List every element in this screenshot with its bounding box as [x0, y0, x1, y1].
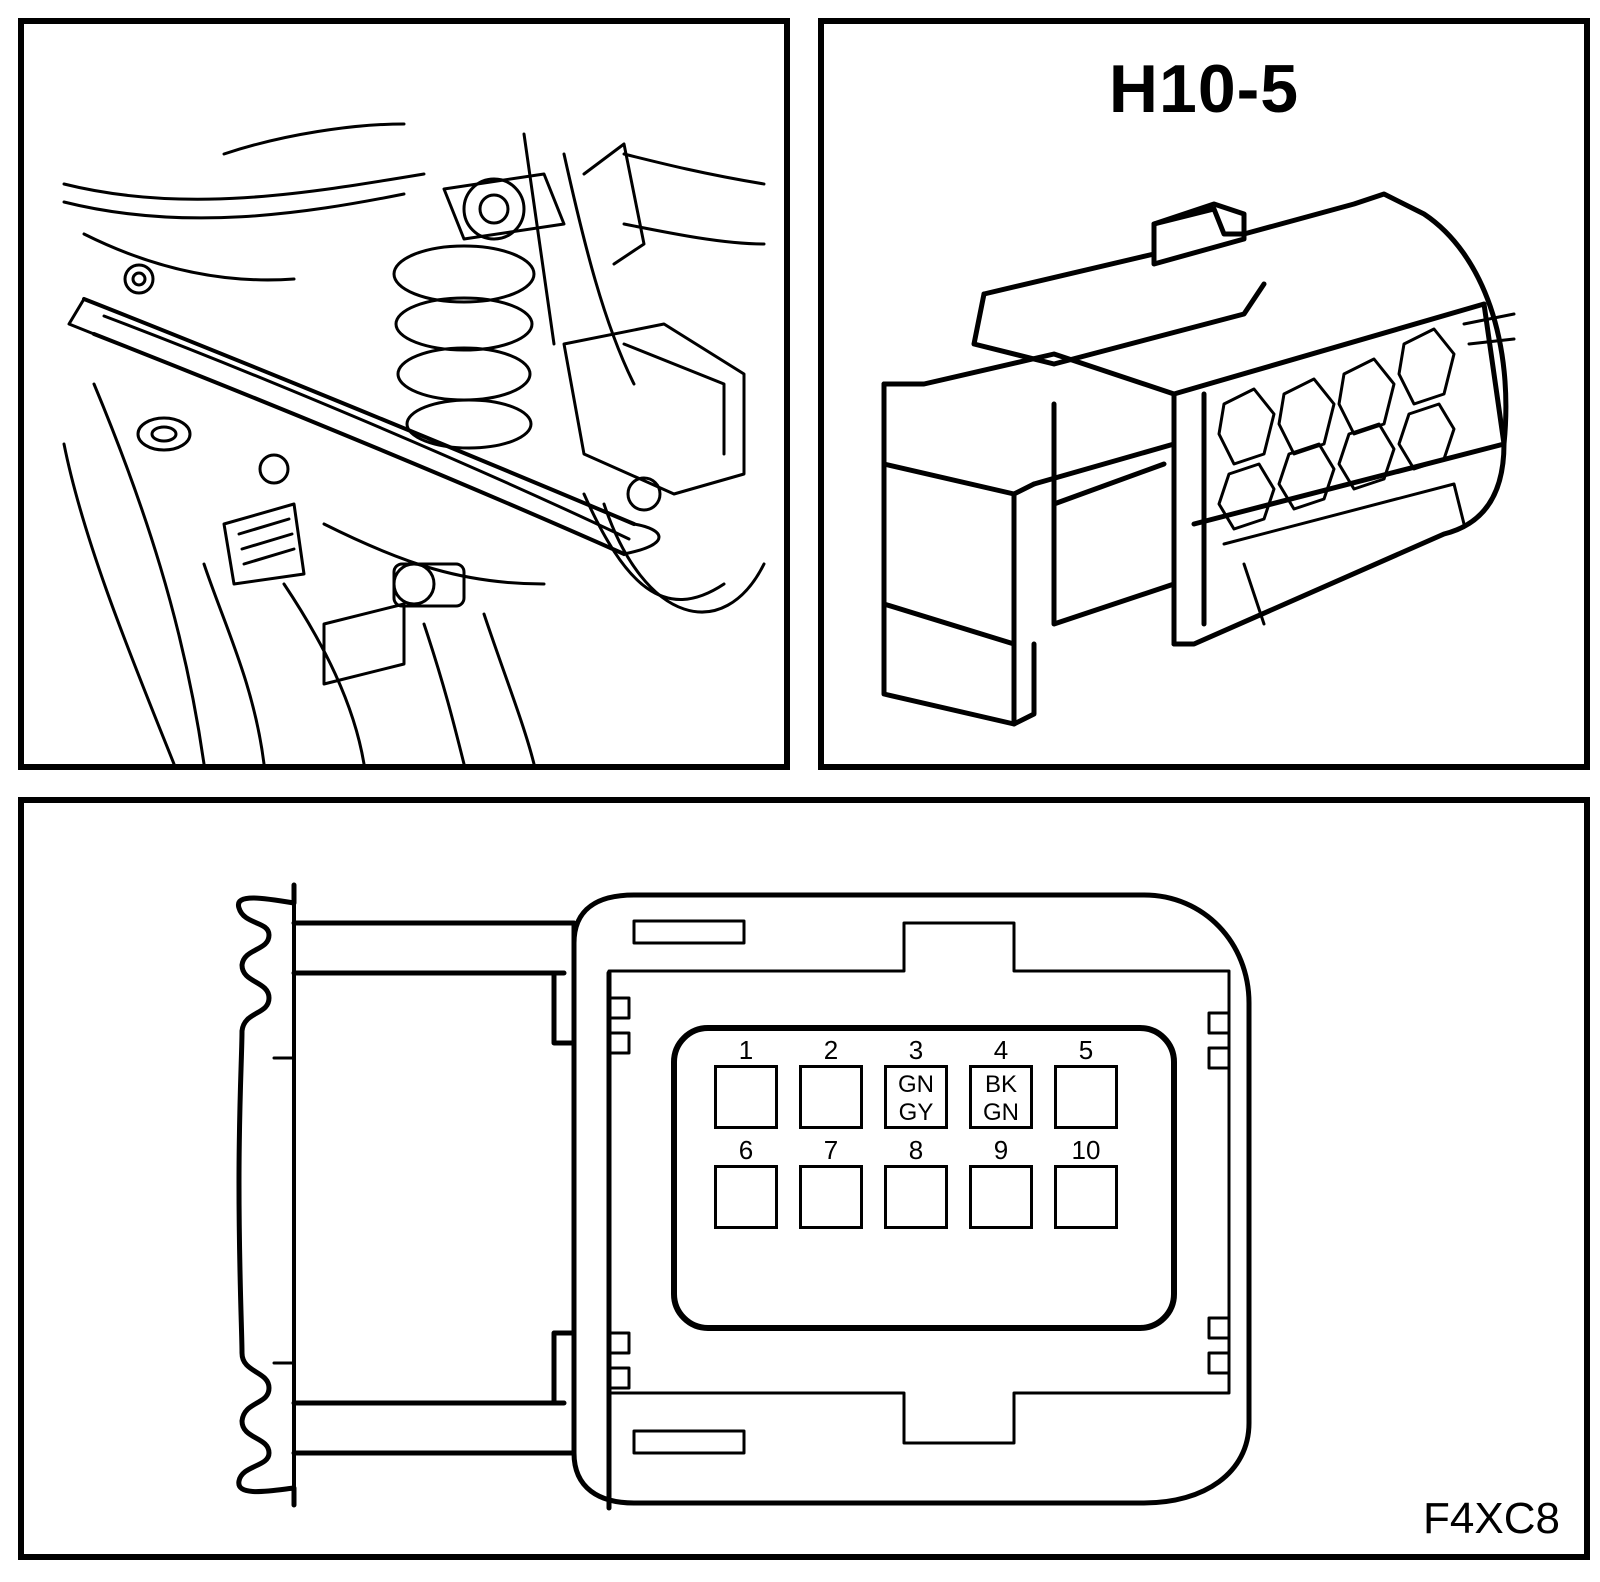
pin-8-cavity — [884, 1165, 948, 1229]
pin-1-cavity — [714, 1065, 778, 1129]
pinout-panel: 1 2 3 GN GY 4 BK GN 5 6 7 8 9 10 F4XC8 — [18, 797, 1590, 1560]
pin-cavity-frame — [671, 1025, 1177, 1331]
connector-view-panel: H10-5 — [818, 18, 1590, 770]
pin-2-number: 2 — [823, 1035, 839, 1065]
suspension-illustration — [62, 122, 766, 764]
pin-10-number: 10 — [1071, 1135, 1101, 1165]
pin-5-number: 5 — [1078, 1035, 1094, 1065]
figure-code: F4XC8 — [1423, 1494, 1560, 1543]
pin-2-cavity — [799, 1065, 863, 1129]
pin-6-number: 6 — [738, 1135, 754, 1165]
pin-3-wire-color-2: GY — [898, 1099, 934, 1126]
pin-10-cavity — [1054, 1165, 1118, 1229]
pin-7-number: 7 — [823, 1135, 839, 1165]
pin-7-cavity — [799, 1165, 863, 1229]
connector-3d-illustration — [881, 191, 1516, 727]
pin-9-number: 9 — [993, 1135, 1009, 1165]
pin-3-wire-color-1: GN — [898, 1071, 934, 1098]
pin-4-number: 4 — [993, 1035, 1009, 1065]
pin-4-cavity: BK GN — [969, 1065, 1033, 1129]
pin-4-wire-color-1: BK — [984, 1071, 1017, 1098]
pin-4-wire-color-2: GN — [983, 1099, 1019, 1126]
connector-face-outline — [236, 882, 1252, 1511]
pin-5-cavity — [1054, 1065, 1118, 1129]
location-illustration-panel — [18, 18, 790, 770]
pin-9-cavity — [969, 1165, 1033, 1229]
pin-3-number: 3 — [908, 1035, 924, 1065]
pin-6-cavity — [714, 1165, 778, 1229]
pin-3-cavity: GN GY — [884, 1065, 948, 1129]
connector-title: H10-5 — [1108, 51, 1300, 127]
pin-8-number: 8 — [908, 1135, 924, 1165]
pin-1-number: 1 — [738, 1035, 754, 1065]
